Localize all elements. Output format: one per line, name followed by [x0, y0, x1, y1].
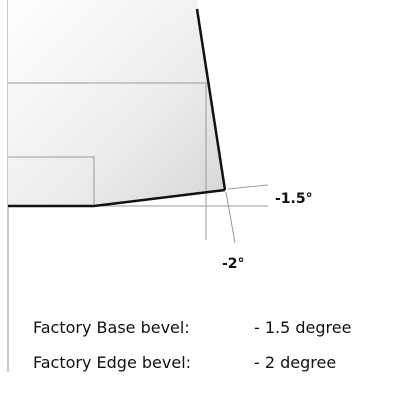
spec-edge-label: Factory Edge bevel: — [33, 353, 192, 372]
base-insert-outline — [8, 156, 95, 206]
spec-base-label: Factory Base bevel: — [33, 318, 190, 337]
edge-angle-label: -2° — [222, 256, 245, 272]
spec-edge-value: - 2 degree — [254, 353, 337, 372]
base-angle-label: -1.5° — [275, 191, 313, 207]
ski-edge-line — [195, 8, 227, 191]
ski-body-shading — [8, 0, 225, 206]
ski-base-line — [8, 188, 226, 208]
spec-base-value: - 1.5 degree — [254, 318, 352, 337]
edge-angle-tick — [225, 191, 236, 244]
inner-layer-outline — [8, 82, 207, 196]
base-angle-tick — [227, 184, 269, 190]
